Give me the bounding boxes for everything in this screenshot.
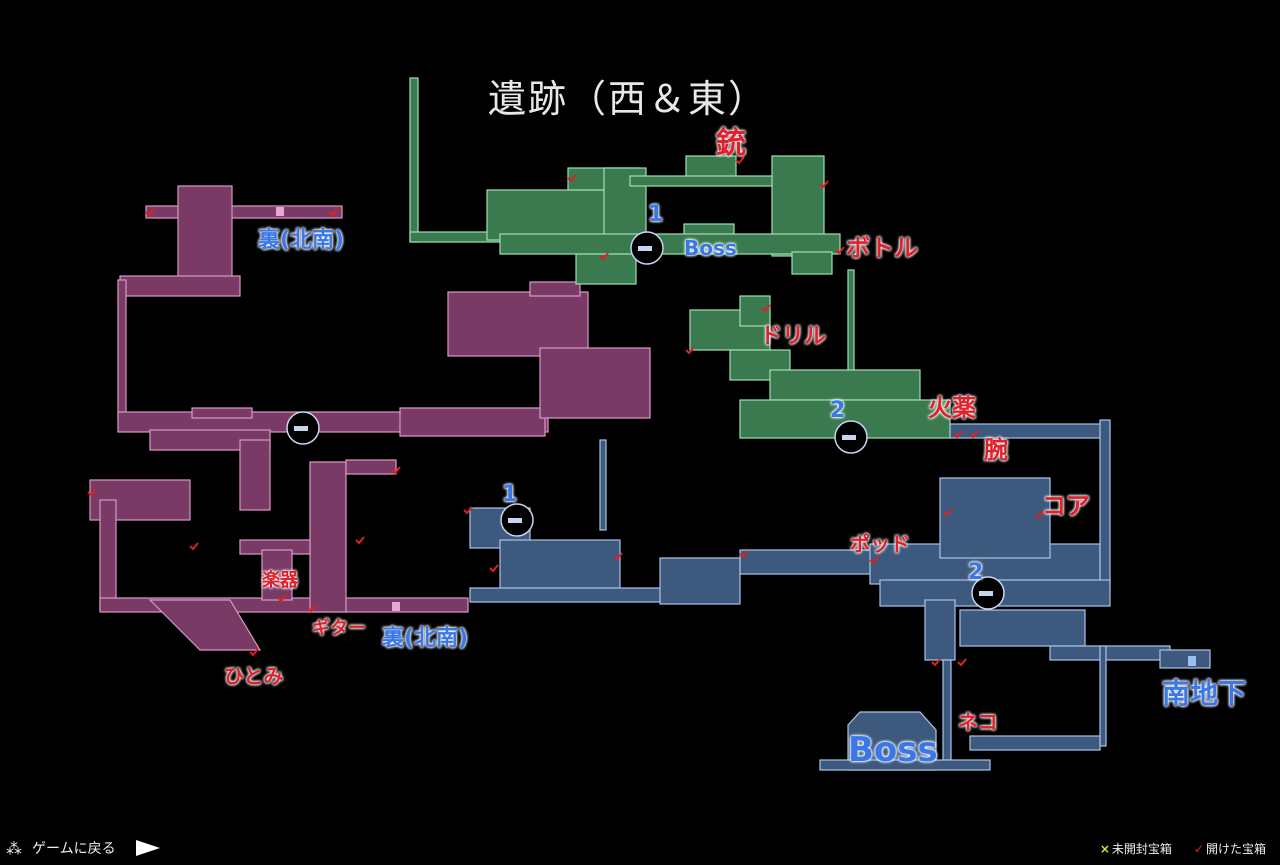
area-label-south-underground: 南地下 [1162, 677, 1247, 710]
check-mark-icon: ✓ [1193, 842, 1204, 856]
item-label-drill: ドリル [760, 324, 827, 349]
save-number: 1 [502, 482, 518, 507]
play-arrow-icon [135, 840, 160, 856]
item-label-pod: ポッド [850, 532, 910, 556]
west-exit-markers [276, 207, 400, 611]
controller-buttons-icon: ⁂ [6, 838, 22, 858]
item-label-cat: ネコ [958, 710, 998, 734]
item-label-instrument: 楽器 [262, 570, 298, 591]
item-label-gunpowder: 火薬 [928, 394, 976, 422]
item-label-arm: 腕 [984, 436, 1008, 464]
bench-glyphs [294, 246, 993, 596]
item-label-core: コア [1042, 492, 1090, 520]
map-title: 遺跡（西＆東） [488, 77, 769, 121]
item-label-bottle: ボトル [846, 234, 918, 262]
legend-opened-label: 開けた宝箱 [1205, 842, 1266, 856]
west-region [89, 185, 651, 651]
legend-unopened: ×未開封宝箱 [1100, 840, 1172, 857]
area-label-south-exit: 裏(北南) [382, 626, 469, 651]
east-region [469, 419, 1211, 771]
east-exit-marker [1188, 656, 1196, 666]
legend-unopened-label: 未開封宝箱 [1111, 842, 1172, 856]
back-to-game-button[interactable]: ⁂ ゲームに戻る [6, 838, 160, 858]
opened-chest-markers [87, 156, 1045, 667]
item-label-gun: 銃 [716, 126, 746, 161]
north-region [409, 77, 951, 439]
save-number: 1 [648, 202, 664, 227]
save-number: 2 [968, 560, 984, 585]
x-mark-icon: × [1099, 842, 1110, 856]
area-label-north-exit: 裏(北南) [258, 228, 345, 253]
boss-label-north: Boss [684, 236, 737, 260]
item-label-eye: ひとみ [224, 664, 284, 688]
legend-opened: ✓開けた宝箱 [1194, 840, 1266, 857]
save-number: 2 [830, 398, 846, 423]
legend: ×未開封宝箱 ✓開けた宝箱 [1100, 840, 1266, 857]
boss-label-east: Boss [848, 730, 938, 770]
back-to-game-label: ゲームに戻る [32, 841, 116, 857]
item-label-guitar: ギター [312, 618, 366, 639]
